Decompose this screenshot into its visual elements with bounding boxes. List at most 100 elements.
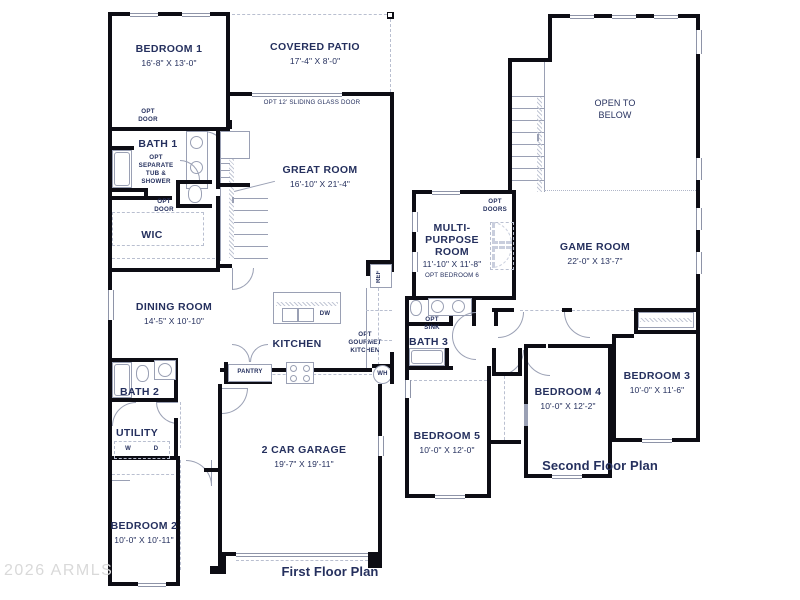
wall-segment [612,334,616,442]
hall-outline [180,460,181,570]
wall-segment [508,58,552,62]
first-floor-plan-title: First Floor Plan [281,564,379,579]
window [612,15,636,19]
wall-segment [696,274,700,324]
stair-tread [234,258,268,259]
sliding-glass-door[interactable] [312,93,342,97]
stair-tread [220,170,230,171]
wall-segment [108,398,174,402]
pantry-closet [228,364,272,382]
room-label-covered-patio: COVERED PATIO [270,41,360,53]
stair-tread [220,177,230,178]
wall-segment [582,474,612,478]
wall-segment [226,552,236,556]
wall-segment [158,12,182,16]
second-floor-plan-title: Second Floor Plan [542,458,658,473]
wall-segment [472,296,476,326]
stair-edge [220,131,221,261]
annotation-opt-tub-line3: TUB & [145,170,167,177]
annotation-opt-tub-line2: SEPARATE [138,162,174,169]
hall-outline [180,402,181,448]
wall-segment [634,308,638,334]
room-label-kitchen: KITCHEN [272,338,322,350]
wall-segment [108,582,138,586]
wall-segment [405,300,409,368]
wall-segment [696,54,700,158]
handrail [537,134,539,141]
wall-segment [216,131,220,189]
wall-segment [174,418,178,460]
wall-segment [548,344,610,348]
wall-segment [108,127,112,271]
wall-segment [492,372,518,376]
wall-segment [108,358,112,468]
wall-segment [524,474,552,478]
wall-segment [368,552,382,568]
appliance-label-water-heater: WH [377,371,388,377]
window [130,13,158,17]
window [182,13,210,17]
wall-segment [594,14,612,18]
wall-segment [144,188,148,198]
wall-segment [672,438,700,442]
window [570,15,594,19]
door-swing-arc [232,268,254,290]
appliance-label-washer: W [125,446,131,452]
railing-open-to-below [544,190,696,191]
door-leaf [211,460,212,486]
wall-segment [112,146,134,150]
stair-landing-edge [512,96,544,97]
burner [303,375,310,382]
hall-outline [572,310,634,311]
room-dim-game-room: 22'-0" X 13'-7" [567,256,623,266]
window [696,252,702,274]
wall-segment [508,58,512,190]
stair-hatch [537,96,542,192]
wall-segment [460,190,512,194]
wall-segment [524,344,546,348]
wall-segment [342,92,394,96]
stair-tread [512,156,544,157]
wall-segment [108,12,130,16]
wall-segment [445,348,449,368]
wall-segment [378,384,382,474]
window [412,252,418,272]
sliding-glass-door[interactable] [282,93,312,97]
hall-outline [520,310,564,311]
closet-rod [524,404,528,426]
annotation-opt-door-bedroom1-line2: DOOR [138,116,158,123]
wall-segment [204,468,208,472]
sink [452,300,465,313]
annotation-opt-gourmet-line2: GOURMET [348,339,382,346]
annotation-opt-tub-line1: OPT [149,154,163,161]
wall-segment [548,14,552,62]
room-dim-dining: 14'-5" X 10'-10" [143,316,205,326]
wall-segment [465,494,491,498]
wall-segment [487,366,491,498]
closet-shelf [112,258,220,259]
wall-segment [548,14,570,18]
room-label-open-to-below-line2: BELOW [598,110,632,120]
watermark: 2026 ARMLS [4,562,114,579]
wall-segment [108,358,178,362]
kitchen-sink-basin [298,308,314,322]
stair-hatch [229,136,234,258]
sliding-glass-door[interactable] [252,93,282,97]
bathtub-basin [114,364,130,396]
washer-dryer-pad [114,441,170,459]
wall-segment [224,362,228,384]
stair-tread [234,234,268,235]
wall-segment [405,494,435,498]
window [696,30,702,54]
appliance-label-dryer: D [153,446,159,452]
room-label-bedroom3: BEDROOM 3 [623,370,691,382]
annotation-sliding-glass-door: OPT 12' SLIDING GLASS DOOR [263,99,361,106]
wall-segment [405,322,453,326]
wall-segment [228,92,252,96]
appliance-label-refrigerator: REF [376,270,382,284]
toilet [136,365,149,382]
hall-outline [504,376,505,440]
garage-door[interactable] [236,553,368,557]
wall-segment [678,14,700,18]
wall-segment [405,366,453,370]
